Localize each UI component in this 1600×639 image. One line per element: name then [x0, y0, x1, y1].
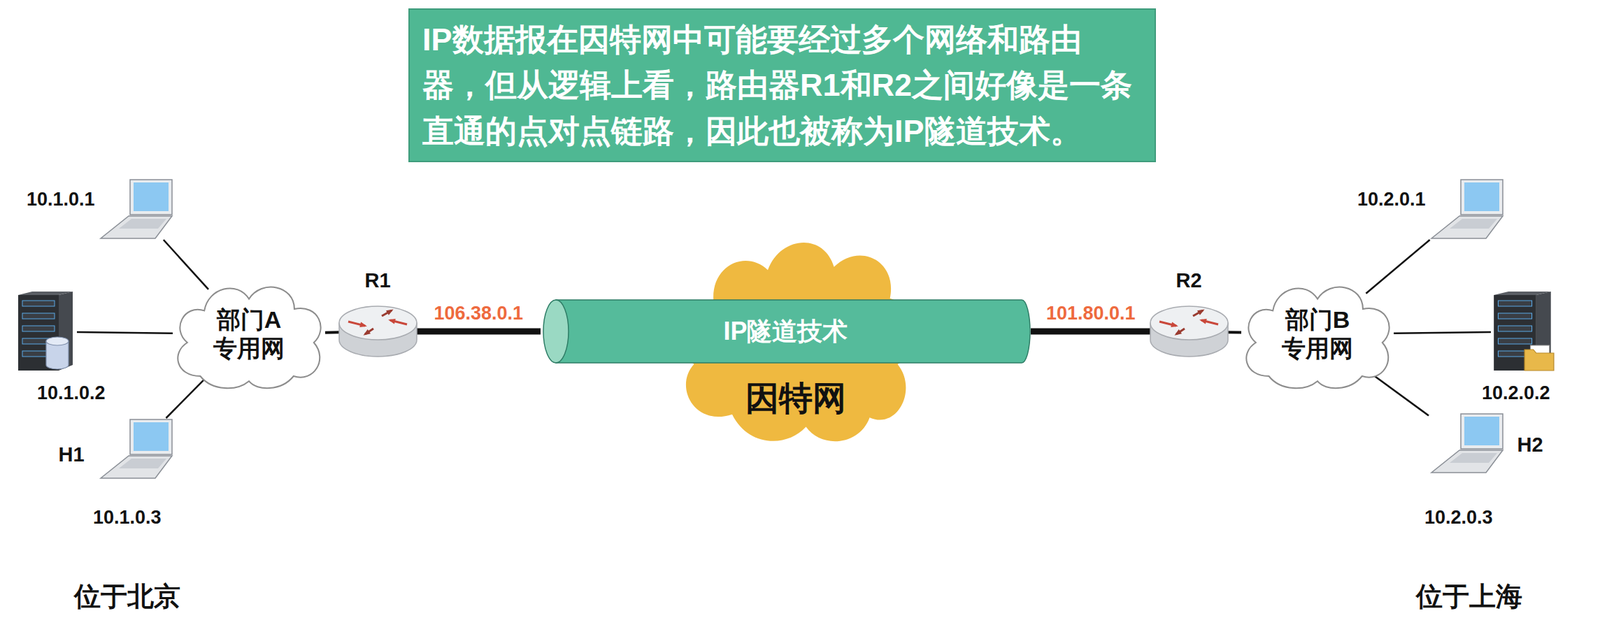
server-host: 10.2.0.2 [1490, 290, 1556, 373]
tunnel-link [1030, 328, 1152, 335]
node-label: 10.1.0.1 [26, 188, 96, 211]
private-network-cloud: 部门B 专用网 [1236, 275, 1399, 394]
node-label: R2 [1176, 269, 1203, 293]
private-network-cloud-shape [1236, 275, 1399, 394]
note-box: IP数据报在因特网中可能要经过多个网络和路由器，但从逻辑上看，路由器R1和R2之… [408, 8, 1156, 163]
server-host-shape [1490, 290, 1556, 373]
host-laptop: H210.2.0.3 [1428, 412, 1505, 475]
ip-tunnel: IP隧道技术 [540, 299, 1031, 364]
node-label: R1 [365, 269, 391, 293]
host-laptop: 10.2.0.1 [1428, 178, 1505, 240]
router-shape [1148, 303, 1231, 360]
network-link [163, 239, 209, 290]
host-laptop-shape [97, 418, 174, 480]
node-label: IP隧道技术 [723, 314, 848, 349]
server-host-shape [15, 290, 77, 373]
ip-address-label: 101.80.0.1 [1043, 302, 1139, 325]
ip-address-label: 106.38.0.1 [430, 302, 526, 325]
private-network-cloud-shape [167, 275, 331, 394]
router: R1 [337, 303, 419, 360]
node-label: 部门A 专用网 [206, 305, 291, 363]
host-laptop: 10.1.0.1 [97, 178, 174, 240]
node-label: 部门B 专用网 [1275, 305, 1360, 363]
router: R2 [1148, 303, 1231, 360]
node-label: 10.1.0.3 [93, 506, 162, 529]
node-label: 10.2.0.2 [1481, 382, 1551, 405]
host-laptop-shape [97, 178, 174, 240]
host-laptop: H110.1.0.3 [97, 418, 174, 480]
node-label: 10.2.0.1 [1357, 188, 1426, 211]
node-label: H2 [1517, 433, 1544, 457]
network-link [1227, 330, 1242, 334]
location-label: 位于上海 [1416, 579, 1523, 615]
network-link [165, 377, 206, 419]
network-link [1393, 332, 1491, 334]
node-label: 10.1.0.2 [37, 382, 106, 405]
host-laptop-shape [1428, 178, 1505, 240]
network-link [325, 330, 340, 334]
node-label: H1 [58, 443, 85, 467]
host-laptop-shape [1428, 412, 1505, 475]
network-link [76, 332, 173, 334]
private-network-cloud: 部门A 专用网 [167, 275, 331, 394]
note-text: IP数据报在因特网中可能要经过多个网络和路由器，但从逻辑上看，路由器R1和R2之… [422, 16, 1142, 154]
network-link [1365, 239, 1430, 294]
location-label: 位于北京 [74, 579, 181, 615]
node-label: 10.2.0.3 [1424, 506, 1494, 529]
tunnel-link [416, 328, 541, 335]
network-link [1369, 372, 1429, 417]
server-host: 10.1.0.2 [15, 290, 77, 373]
router-shape [337, 303, 419, 360]
node-label: 因特网 [745, 376, 847, 421]
